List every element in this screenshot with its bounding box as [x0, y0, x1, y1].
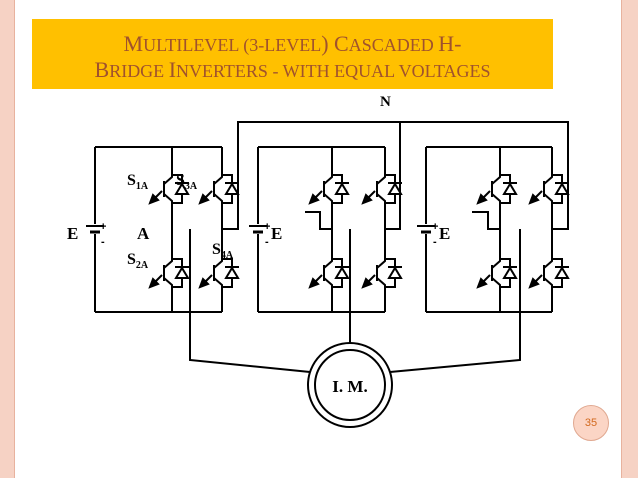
- switch-lower-3-0: [476, 257, 518, 289]
- switch-upper-1-1: [198, 173, 240, 205]
- slide-title: MULTILEVEL (3-LEVEL) CASCADED H- BRIDGE …: [32, 19, 553, 89]
- right-decor-rail: [621, 0, 638, 478]
- motor-label: I. M.: [332, 377, 367, 396]
- switch-s4a-label: S4A: [212, 241, 234, 261]
- plus-sign-1: +: [100, 221, 106, 233]
- dc-source-2: [249, 225, 267, 234]
- switch-s3a-label: S3A: [176, 172, 198, 192]
- source-label-2: E: [271, 224, 282, 243]
- circuit-labels: N A E E E + - + - + - S1A S3A S2A S4A: [67, 94, 450, 271]
- switch-lower-3-1: [528, 257, 570, 289]
- switch-upper-2-1: [361, 173, 403, 205]
- cell-link-3: [472, 211, 500, 230]
- cell2-to-neutral: [385, 122, 401, 230]
- plus-sign-2: +: [264, 221, 270, 233]
- neutral-link: [222, 121, 569, 230]
- switch-s1a-label: S1A: [127, 172, 149, 192]
- switch-upper-3-1: [528, 173, 570, 205]
- switch-lower-1-1: [198, 257, 240, 289]
- minus-sign-3: -: [433, 236, 437, 248]
- source-label-1: E: [67, 224, 78, 243]
- switch-upper-1-0: [148, 173, 190, 205]
- dc-source-3: [417, 225, 435, 234]
- dc-source-1: [86, 225, 104, 234]
- circuit-wires: [94, 121, 569, 373]
- plus-sign-3: +: [432, 221, 438, 233]
- page-number-badge: 35: [573, 405, 609, 441]
- switch-s2a-label: S2A: [127, 251, 149, 271]
- motor-lead-a: [189, 229, 311, 373]
- switch-devices: [86, 173, 570, 289]
- cell-link-2: [305, 211, 332, 230]
- title-line-1: MULTILEVEL (3-LEVEL) CASCADED H-: [123, 31, 462, 56]
- switch-upper-2-0: [308, 173, 350, 205]
- induction-motor: I. M.: [307, 342, 393, 428]
- switch-lower-1-0: [148, 257, 190, 289]
- node-a-label: A: [137, 224, 150, 243]
- minus-sign-1: -: [101, 236, 105, 248]
- title-line-2: BRIDGE INVERTERS - WITH EQUAL VOLTAGES: [94, 57, 491, 82]
- switch-lower-2-0: [308, 257, 350, 289]
- source-label-3: E: [439, 224, 450, 243]
- minus-sign-2: -: [265, 236, 269, 248]
- switch-lower-2-1: [361, 257, 403, 289]
- neutral-label: N: [380, 94, 391, 110]
- switch-upper-3-0: [476, 173, 518, 205]
- left-decor-rail: [0, 0, 15, 478]
- motor-lead-c: [389, 229, 521, 373]
